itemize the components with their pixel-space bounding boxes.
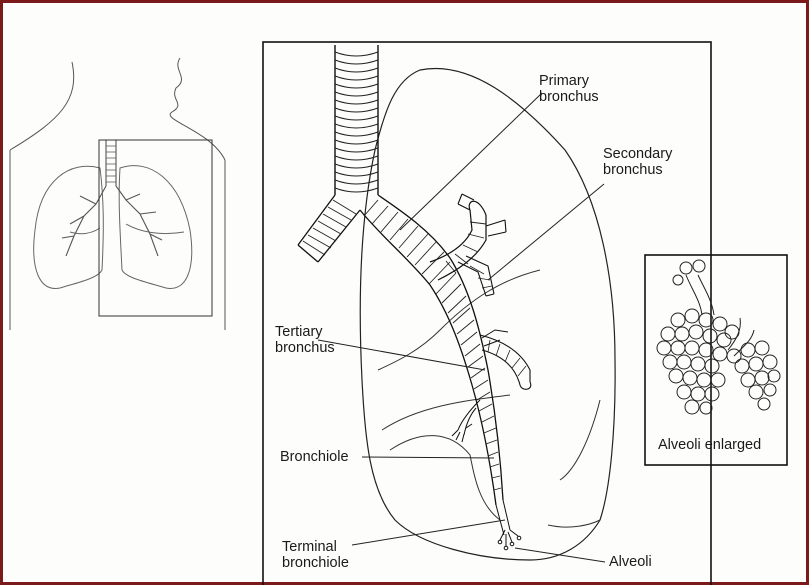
leader-bronchiole [362, 457, 494, 458]
leader-primary [400, 93, 542, 230]
label-tertiary-bronchus: Tertiary bronchus [275, 324, 335, 356]
label-primary-bronchus: Primary bronchus [539, 73, 599, 105]
leader-lines [318, 93, 605, 562]
left-main-bronchus [298, 195, 360, 262]
label-alveoli: Alveoli [609, 554, 652, 570]
trachea [335, 45, 378, 195]
bronchiole-twig [452, 400, 480, 442]
lung-outline [360, 68, 615, 560]
leader-tertiary [318, 340, 485, 370]
label-alveoli-enlarged: Alveoli enlarged [658, 437, 761, 453]
right-main-bronchus [360, 195, 503, 505]
label-bronchiole: Bronchiole [280, 449, 349, 465]
label-terminal-bronchiole: Terminal bronchiole [282, 539, 349, 571]
lung-fissures [378, 270, 600, 527]
alveoli-cluster [657, 260, 780, 414]
body-outline [10, 58, 225, 330]
terminal-bronchiole-tuft [496, 500, 521, 550]
small-bronchial-tree [62, 140, 162, 256]
label-secondary-bronchus: Secondary bronchus [603, 146, 672, 178]
secondary-bronchus-branch [430, 194, 506, 296]
small-lungs [34, 166, 192, 289]
main-panel-border [263, 42, 711, 585]
